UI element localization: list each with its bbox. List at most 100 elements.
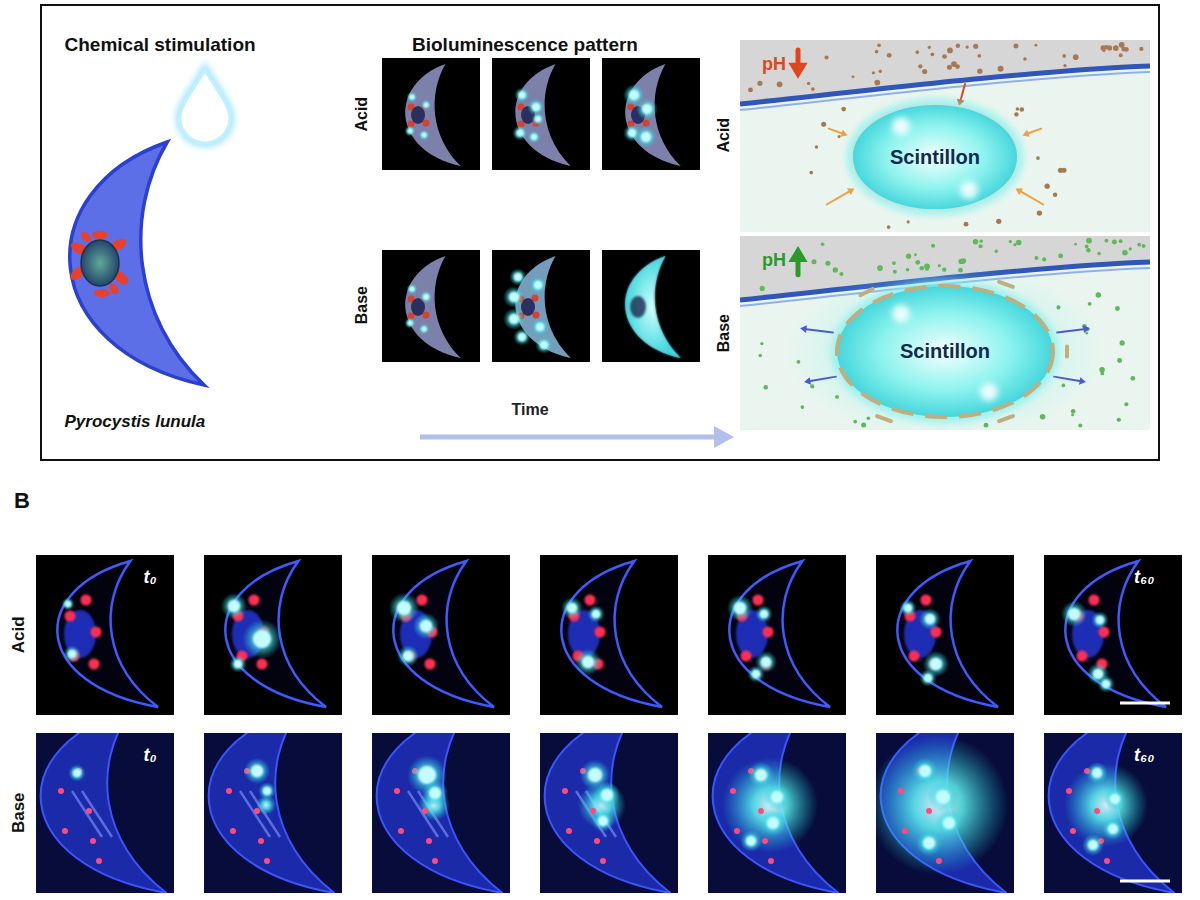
cell-outline [713,733,839,893]
cell-illustration [68,142,204,385]
panel-heading: Chemical stimulation [65,34,256,56]
efflux-arrow [810,377,836,381]
ion-dot [821,242,825,246]
glow-cloud [1064,763,1148,847]
ion-dot [965,45,968,48]
chloroplast [768,858,774,864]
micrograph-ground [1044,555,1182,715]
glow-core [601,789,613,801]
chloroplast [1104,858,1110,864]
glow-core [582,656,594,668]
influx-arrow [1021,192,1043,205]
ion-dot [984,423,989,428]
chloroplast [394,788,400,794]
ion-dot [1074,243,1077,246]
ion-dot [1096,292,1101,297]
glow-core [509,314,519,324]
ph-down-arrow-head [788,63,807,79]
scintillon-halo [846,98,1024,216]
ion-dot [887,225,891,229]
glow-spot [503,308,525,330]
glow-core [904,604,912,612]
ion-dot [1139,47,1143,51]
efflux-arrow-head [1079,377,1086,385]
glow-spot [535,336,553,354]
ion-dot [1104,239,1108,243]
efflux-arrow-head [800,325,807,333]
glow-spot [899,599,917,617]
glow-spot [1102,818,1124,840]
cell-outline [377,733,503,893]
glow-spot [407,284,418,295]
ion-dot [1099,367,1104,372]
glow-core [588,768,602,782]
micrograph-ground [876,555,1014,715]
thumbnail-ground [492,250,590,362]
micrograph-ground [372,555,510,715]
bright-spot [960,181,978,199]
influx-arrow [827,192,849,205]
ion-dot [973,44,978,49]
thumbnail-ground [382,58,480,170]
glow-core [771,791,783,803]
chloroplast [432,858,438,864]
ion-dot [938,264,941,267]
ion-dot [1062,168,1067,173]
ion-dot [1053,193,1057,197]
ion-dot [1124,402,1128,406]
micrograph-ground [540,555,678,715]
chloroplast [92,231,108,239]
glow-core [531,134,537,140]
micrograph-ground [708,555,846,715]
ion-dot [853,420,857,424]
influx-arrow-head [840,130,847,137]
glow-spot [594,782,620,808]
glow-spot [244,758,270,784]
broken-membrane [837,286,1053,417]
ion-dot [1088,302,1092,306]
micrograph-ground [204,555,342,715]
glow-spot [916,830,942,856]
glow-core [629,90,639,100]
scintillon-body [852,104,1018,210]
chloroplast [730,788,736,794]
ph-down-arrow [796,50,801,63]
cytoplasm [740,40,1150,232]
chloroplast [600,858,606,864]
micrograph [1044,555,1182,715]
cell-body [625,64,680,166]
chloroplast [734,828,740,834]
ion-dot [821,122,826,127]
ion-dot [1119,239,1123,243]
glow-spot [575,649,601,675]
ion-dot [978,244,982,248]
ion-dot [748,87,753,92]
ion-dot [964,222,969,227]
glow-spot [529,276,547,294]
glow-core [422,133,427,138]
glow-spot [928,782,959,813]
chloroplast [753,595,764,606]
ion-dot [807,82,810,85]
glow-core [752,670,760,678]
ion-dot [1117,418,1121,422]
glow-core [1068,608,1080,620]
ion-dot [887,53,892,58]
glow-spot [760,810,786,836]
row-label: Acid [715,118,733,153]
chloroplast [89,659,100,670]
glow-core [509,292,519,302]
glow-core [65,601,71,607]
glow-spot [397,645,419,667]
cell-outline [209,733,335,893]
ion-dot [1113,45,1119,51]
glow-core [408,129,413,134]
ion-dot [958,268,963,273]
glow-spot [755,605,773,623]
influx-arrow-head [1022,130,1029,137]
bright-spot [980,383,998,401]
chloroplast [909,651,920,662]
glow-core [534,281,542,289]
chloroplast [108,282,121,296]
chloroplast [1094,808,1100,814]
